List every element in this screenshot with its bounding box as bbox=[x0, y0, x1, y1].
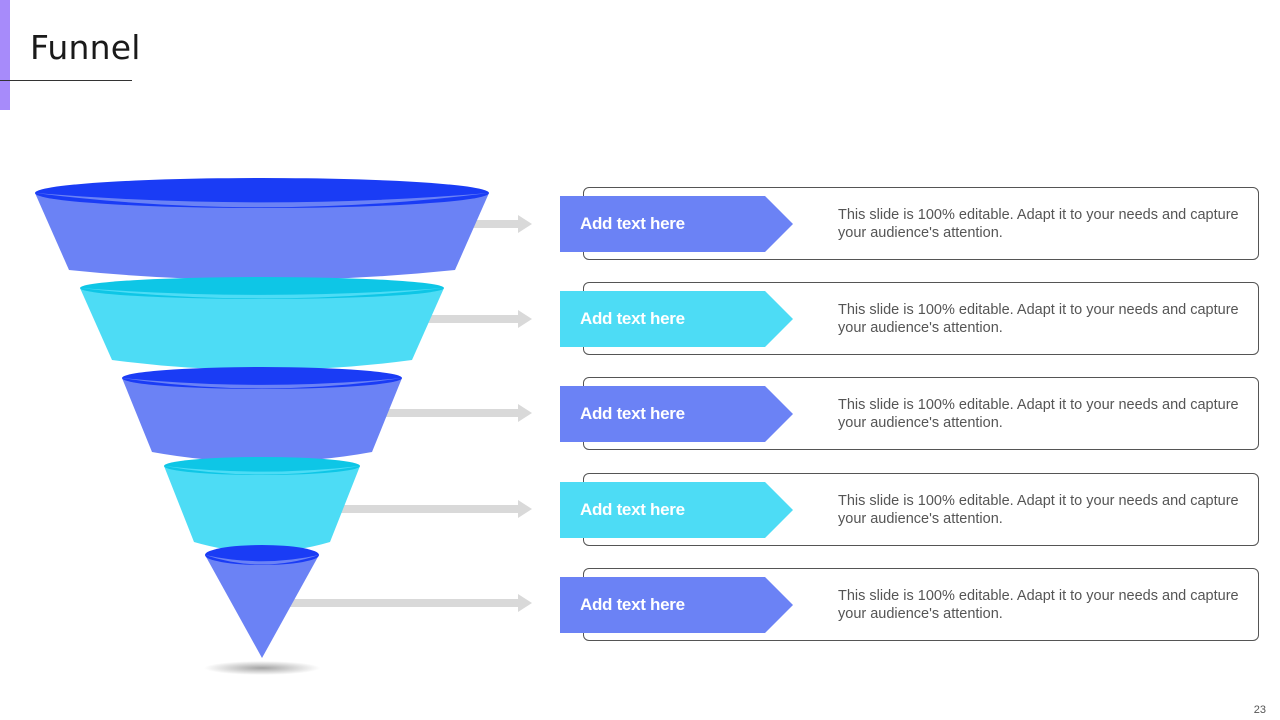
funnel-segment-3 bbox=[122, 367, 402, 462]
title-underline bbox=[0, 80, 132, 81]
connector-arrows bbox=[290, 215, 532, 612]
stage-description: This slide is 100% editable. Adapt it to… bbox=[838, 588, 1239, 622]
funnel-segment-2 bbox=[80, 277, 444, 370]
stage-label-3: Add text here bbox=[560, 386, 793, 442]
funnel-segments bbox=[35, 178, 489, 658]
stage-description: This slide is 100% editable. Adapt it to… bbox=[838, 302, 1239, 336]
stage-description: This slide is 100% editable. Adapt it to… bbox=[838, 493, 1239, 527]
connector-arrow-4 bbox=[335, 500, 532, 518]
page-number: 23 bbox=[1253, 704, 1266, 716]
connector-arrow-2 bbox=[425, 310, 532, 328]
connector-arrow-1 bbox=[470, 215, 532, 233]
stage-description: This slide is 100% editable. Adapt it to… bbox=[838, 397, 1239, 431]
stage-label-5: Add text here bbox=[560, 577, 793, 633]
stage-label-text: Add text here bbox=[580, 214, 685, 233]
slide-title: Funnel bbox=[30, 28, 141, 67]
funnel-shadow bbox=[204, 661, 320, 675]
stage-label-1: Add text here bbox=[560, 196, 793, 252]
accent-bar bbox=[0, 0, 10, 110]
connector-arrow-3 bbox=[380, 404, 532, 422]
stage-label-2: Add text here bbox=[560, 291, 793, 347]
funnel-segment-4 bbox=[164, 457, 360, 552]
funnel-segment-1 bbox=[35, 178, 489, 280]
stage-description: This slide is 100% editable. Adapt it to… bbox=[838, 207, 1239, 241]
stage-label-text: Add text here bbox=[580, 595, 685, 614]
stage-label-4: Add text here bbox=[560, 482, 793, 538]
stage-label-text: Add text here bbox=[580, 404, 685, 423]
stage-label-text: Add text here bbox=[580, 309, 685, 328]
funnel-segment-5 bbox=[205, 545, 319, 658]
connector-arrow-5 bbox=[290, 594, 532, 612]
stage-label-text: Add text here bbox=[580, 500, 685, 519]
